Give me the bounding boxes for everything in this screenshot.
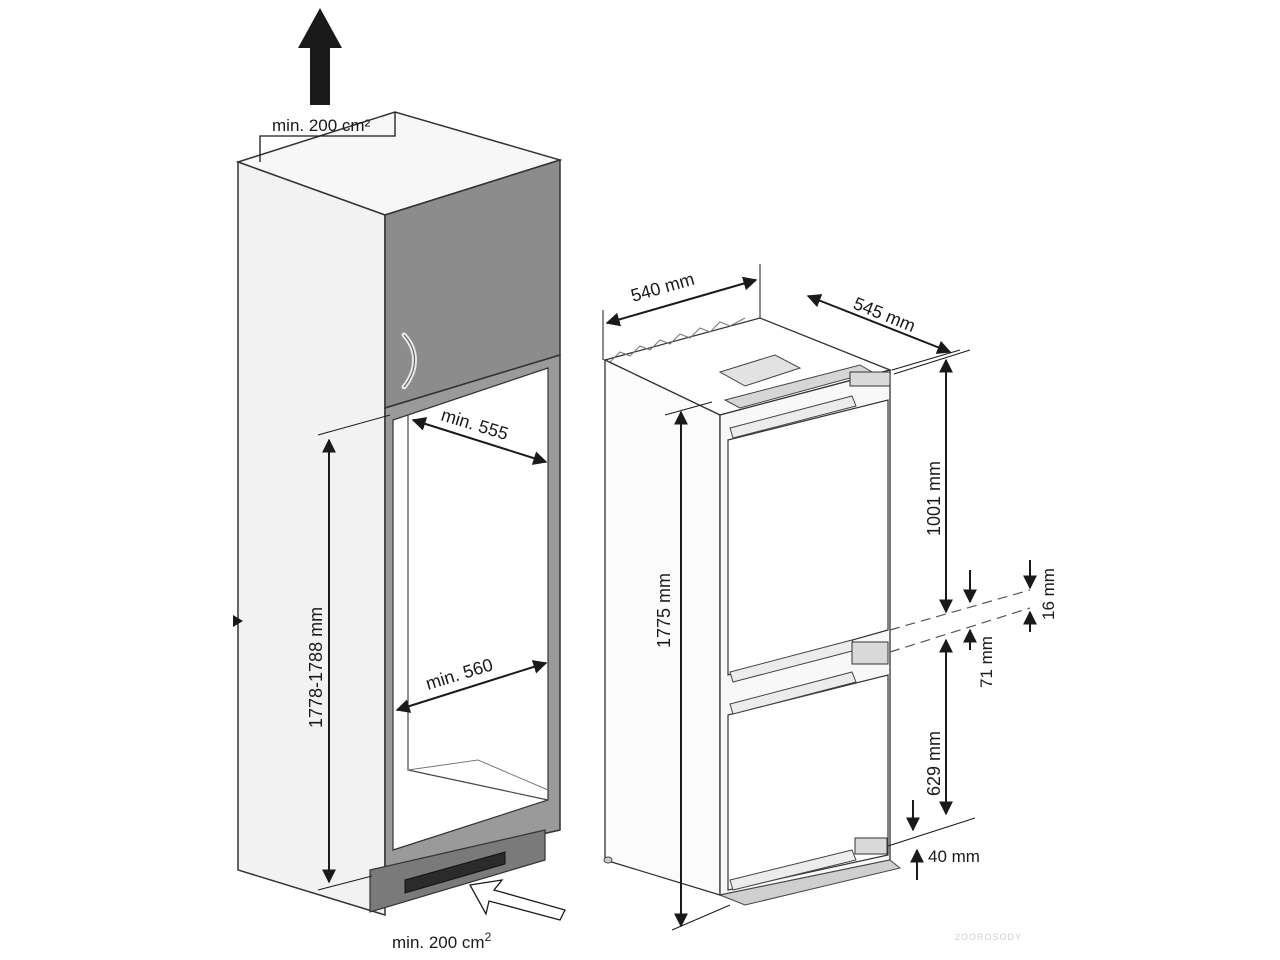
cabinet-niche <box>392 367 549 851</box>
fridge-upper-door <box>727 399 889 676</box>
gap-dimension: 71 mm <box>963 570 996 688</box>
bottom-offset-label: 40 mm <box>928 847 980 866</box>
bottom-vent-callout: min. 200 cm2 <box>392 879 566 952</box>
lower-door-label: 629 mm <box>924 731 944 796</box>
svg-text:min. 200 cm2: min. 200 cm2 <box>392 930 492 952</box>
inlet-arrow-icon <box>468 879 566 921</box>
hinge-bottom <box>854 837 888 855</box>
hinge-middle <box>851 641 889 665</box>
niche-height-label: 1778-1788 mm <box>306 607 326 728</box>
top-vent-callout: min. 200 cm² <box>259 8 396 162</box>
upper-door-label: 1001 mm <box>924 461 944 536</box>
bottom-vent-label: min. 200 cm <box>392 933 485 952</box>
up-arrow-icon <box>298 8 342 105</box>
upper-door-dimension: 1001 mm <box>893 349 971 614</box>
hinge-top <box>849 371 891 387</box>
fridge-height-label: 1775 mm <box>654 573 674 648</box>
cabinet-left-side <box>237 160 386 917</box>
fridge-lower-door <box>727 674 889 891</box>
lower-door-dimension: 629 mm <box>924 638 953 816</box>
bottom-vent-sup: 2 <box>485 930 492 944</box>
fridge-height-dimension: 1775 mm <box>654 401 731 931</box>
hinge-offset-dimension: 16 mm <box>1023 560 1058 632</box>
bottom-offset-dimension: 40 mm <box>906 800 980 880</box>
plinth-vent-grille <box>404 851 506 894</box>
kitchen-cabinet <box>233 111 563 917</box>
niche-height-dimension: 1778-1788 mm <box>306 414 391 891</box>
gap-label: 71 mm <box>977 636 996 688</box>
fridge-depth-label: 545 mm <box>851 293 919 336</box>
fridge-top-bracket <box>718 354 802 387</box>
door-gap-guides <box>887 589 1031 847</box>
watermark: 2OOROSODY <box>955 932 1022 942</box>
hinge-offset-label: 16 mm <box>1039 568 1058 620</box>
built-in-fridge <box>603 317 902 906</box>
top-vent-label: min. 200 cm² <box>272 116 371 135</box>
